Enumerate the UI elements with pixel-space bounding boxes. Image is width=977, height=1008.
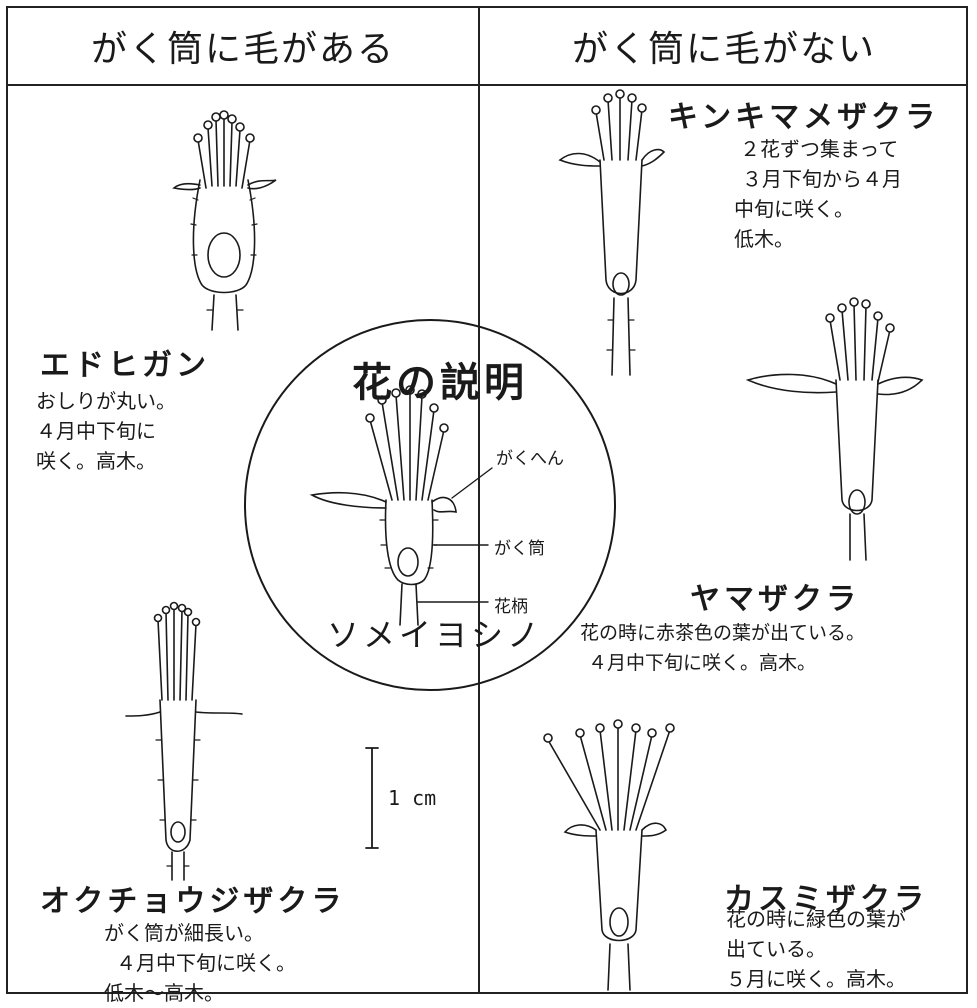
- yamazakura-description: 花の時に赤茶色の葉が出ている。 ４月中下旬に咲く。高木。: [580, 622, 866, 674]
- kinkimame-name: キンキマメザクラ: [668, 100, 940, 135]
- center-title: 花の説明: [352, 360, 528, 406]
- yamazakura-name: ヤマザクラ: [690, 582, 860, 617]
- scale-label: 1 cm: [388, 786, 437, 810]
- kasumi-description: 花の時に緑色の葉が 出ている。 ５月に咲く。高木。: [726, 907, 906, 991]
- header-smooth-calyx: がく筒に毛がない: [571, 29, 876, 70]
- okuchouji-flower: [125, 601, 243, 881]
- scale-bar: [365, 747, 379, 849]
- edohigan-description: おしりが丸い。 ４月中下旬に 咲く。高木。: [36, 389, 176, 473]
- part-label-calyx-tube: がく筒: [494, 539, 545, 559]
- center-circle: [244, 319, 616, 691]
- kasumi-name: カスミザクラ: [724, 882, 928, 917]
- edohigan-flower: [172, 110, 277, 331]
- table-frame: [6, 6, 968, 994]
- kasumi-flower: [543, 719, 675, 991]
- yamazakura-flower: [745, 297, 924, 561]
- someiyoshino-flower: [309, 385, 493, 626]
- part-label-sepal: がくへん: [496, 449, 564, 469]
- okuchouji-description: がく筒が細長い。 ４月中下旬に咲く。 低木～高木。: [104, 921, 296, 1005]
- kinkimame-flower: [558, 89, 666, 376]
- edohigan-name: エドヒガン: [40, 348, 210, 383]
- part-label-pedicel: 花柄: [494, 597, 528, 617]
- header-hairy-calyx: がく筒に毛がある: [90, 29, 395, 70]
- okuchouji-name: オクチョウジザクラ: [40, 884, 346, 919]
- center-species-name: ソメイヨシノ: [326, 616, 543, 654]
- column-divider: [478, 6, 480, 994]
- kinkimame-description: ２花ずつ集まって ３月下旬から４月 中旬に咲く。 低木。: [734, 137, 902, 251]
- header-divider: [6, 84, 968, 86]
